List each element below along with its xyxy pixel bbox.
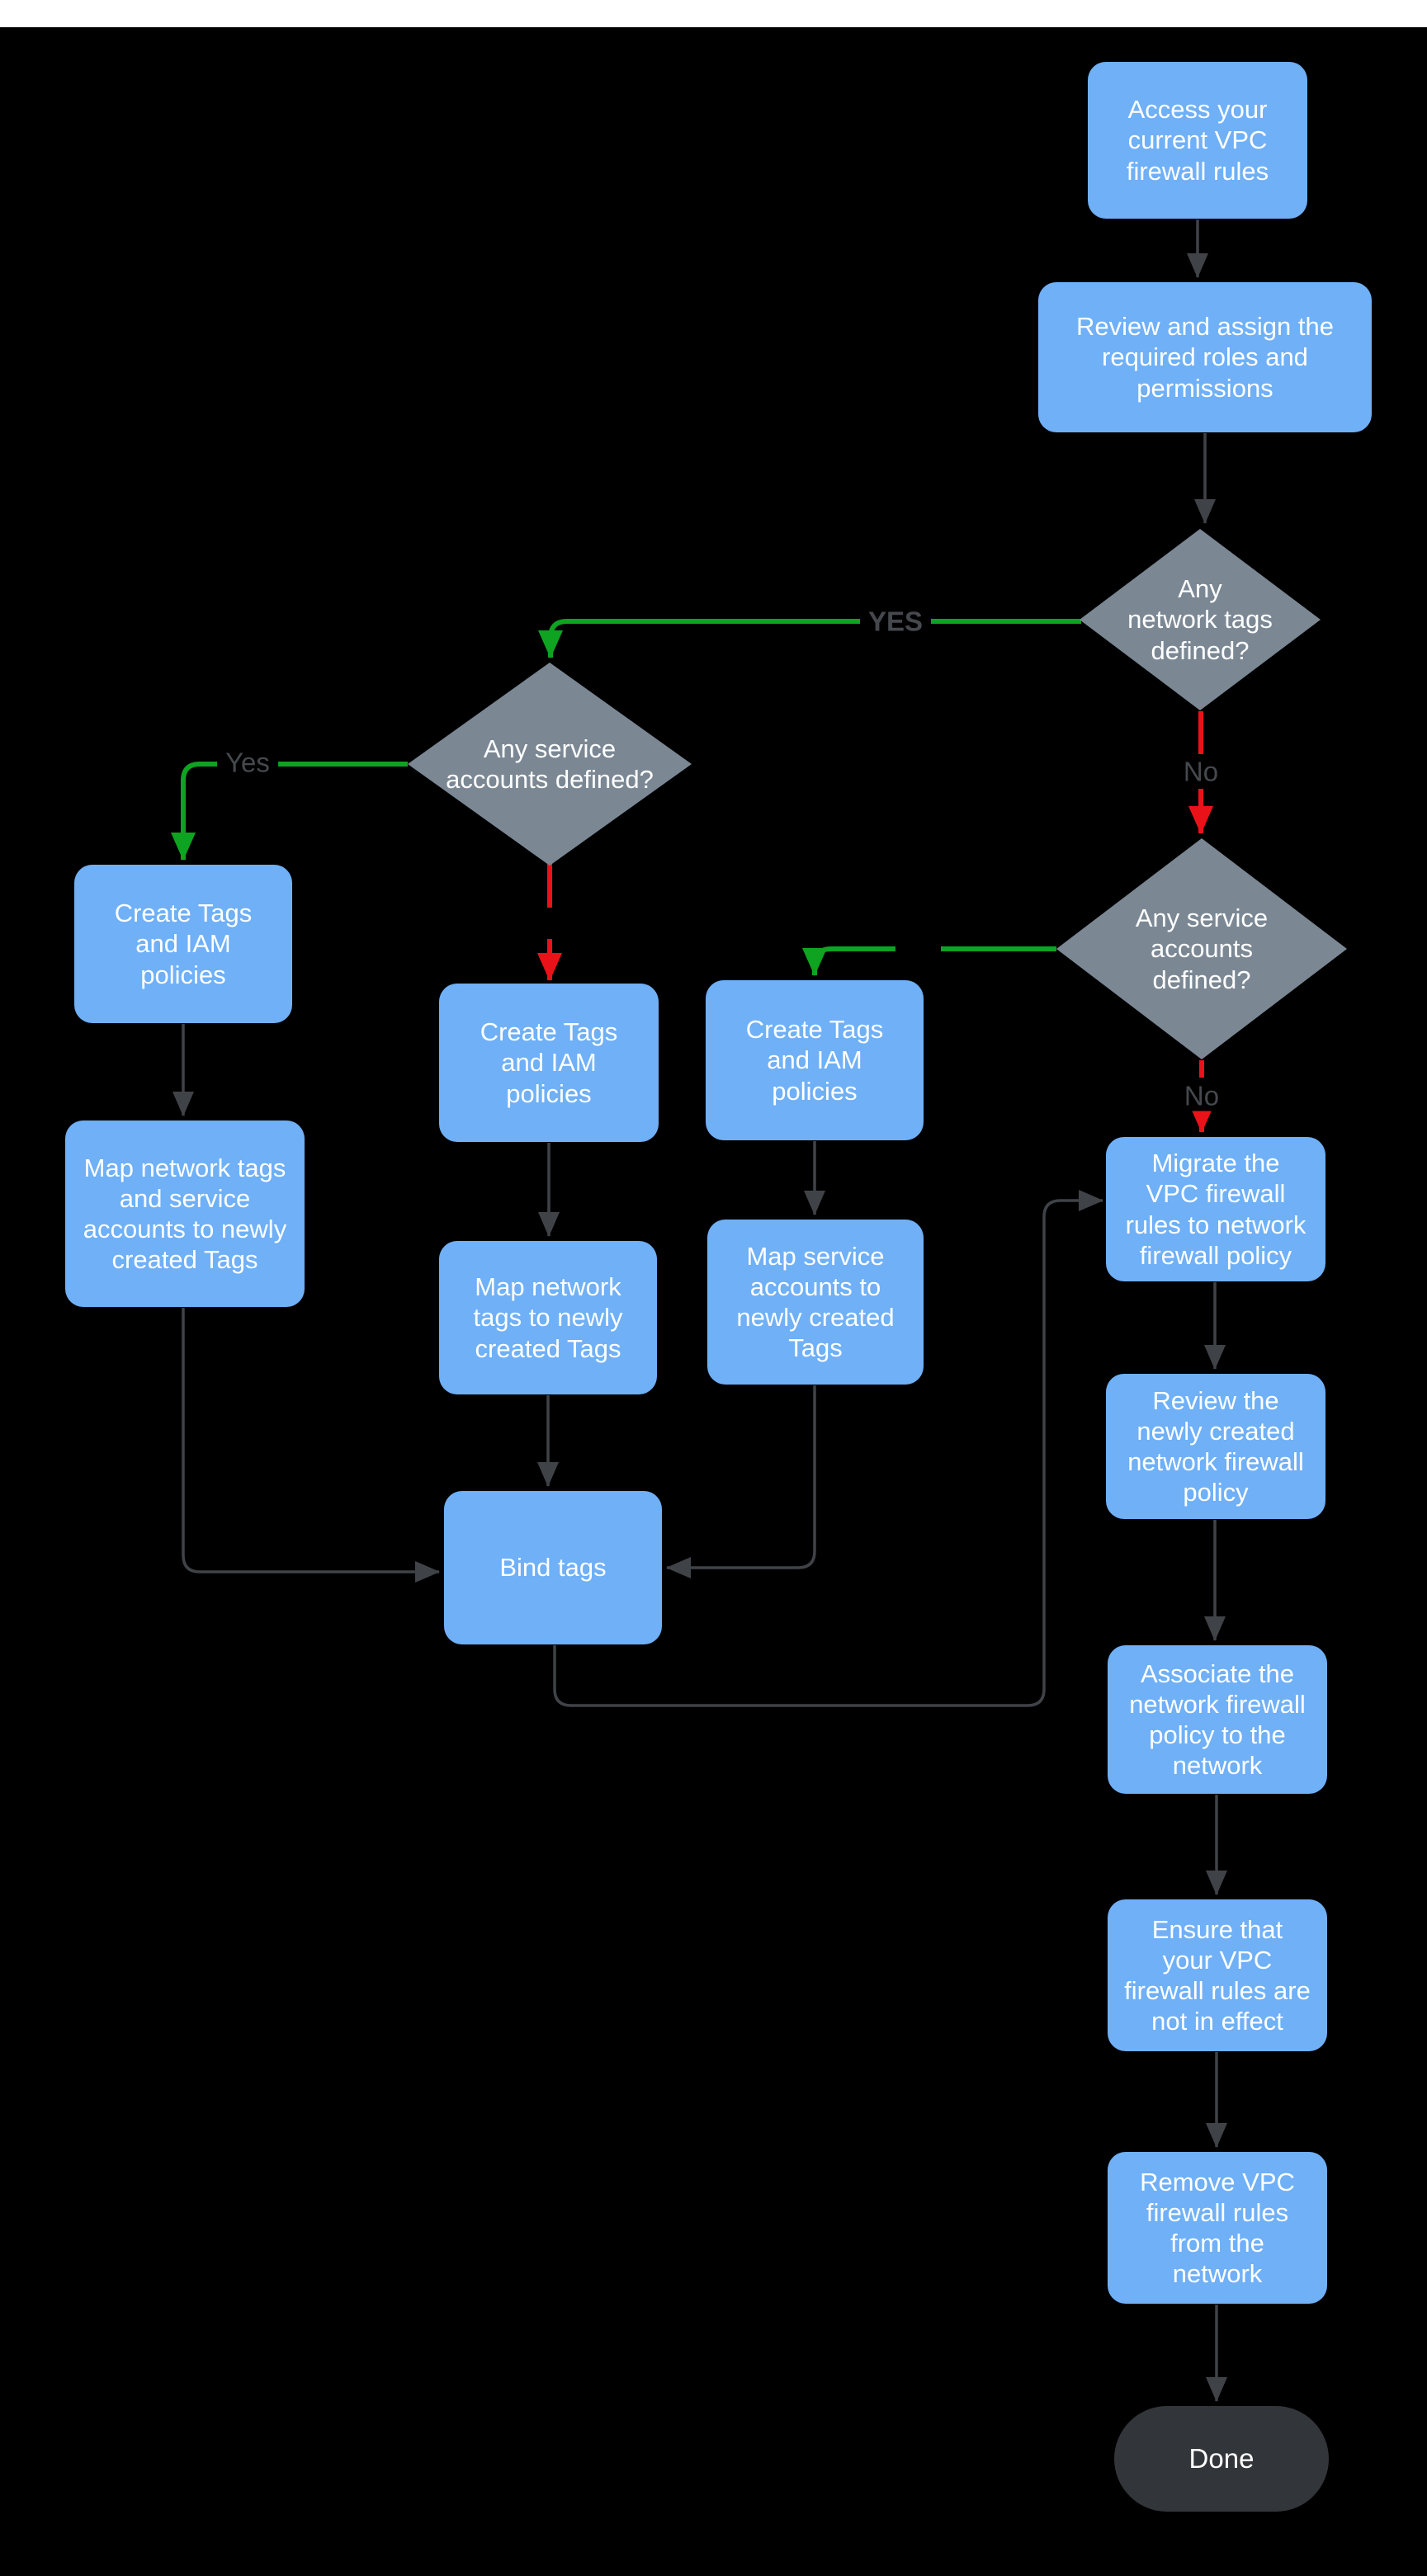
edge-label-no-upper: No: [1174, 756, 1227, 787]
edge-label-yes-left: Yes: [217, 747, 278, 778]
node-map-network-tags-and-service-accounts: Map network tags and service accounts to…: [65, 1121, 305, 1307]
top-white-bar: [0, 0, 1427, 27]
node-associate-policy: Associate the network firewall policy to…: [1108, 1645, 1327, 1794]
node-migrate-vpc-rules: Migrate the VPC firewall rules to networ…: [1106, 1137, 1325, 1281]
edge-label-no-lower: No: [1175, 1080, 1228, 1111]
node-create-tags-iam-right: Create Tags and IAM policies: [706, 980, 924, 1140]
node-bind-tags: Bind tags: [444, 1491, 662, 1644]
node-review-firewall-policy: Review the newly created network firewal…: [1106, 1374, 1325, 1519]
node-create-tags-iam-mid: Create Tags and IAM policies: [439, 984, 659, 1142]
node-map-network-tags: Map network tags to newly created Tags: [439, 1241, 657, 1394]
edge-networktags-yes-arrow: [538, 619, 867, 658]
edge-mapservice-to-bind: [666, 1385, 816, 1578]
node-access-vpc-firewall-rules: Access your current VPC firewall rules: [1088, 62, 1307, 219]
edge-mapboth-to-bind: [182, 1308, 440, 1583]
node-remove-vpc-rules: Remove VPC firewall rules from the netwo…: [1108, 2152, 1327, 2304]
edge-serviceright-yes-arrow: [802, 946, 895, 976]
edge-serviceleft-yes-arrow: [171, 762, 220, 861]
node-done: Done: [1114, 2406, 1329, 2512]
node-create-tags-iam-left: Create Tags and IAM policies: [74, 865, 292, 1023]
node-ensure-rules-not-in-effect: Ensure that your VPC firewall rules are …: [1108, 1899, 1327, 2051]
edge-label-yes-upper: YES: [859, 606, 932, 637]
node-map-service-accounts: Map service accounts to newly created Ta…: [707, 1220, 924, 1385]
node-review-roles-permissions: Review and assign the required roles and…: [1038, 282, 1372, 432]
edge-bind-to-migrate: [553, 1190, 1103, 1707]
